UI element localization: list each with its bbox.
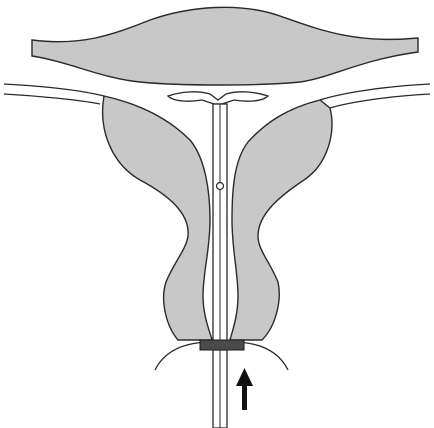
upper-organ [32, 7, 418, 85]
upward-arrow-icon [236, 368, 253, 410]
right-outer-line [320, 84, 430, 100]
left-uterine-wall [103, 96, 212, 340]
ring-marker [217, 183, 224, 190]
right-inner-line [330, 94, 430, 108]
right-uterine-wall [230, 100, 332, 340]
left-outer-line [4, 84, 104, 96]
left-inner-line [4, 94, 100, 104]
iud-crossbar [168, 92, 268, 104]
flange-stopper [200, 340, 244, 350]
